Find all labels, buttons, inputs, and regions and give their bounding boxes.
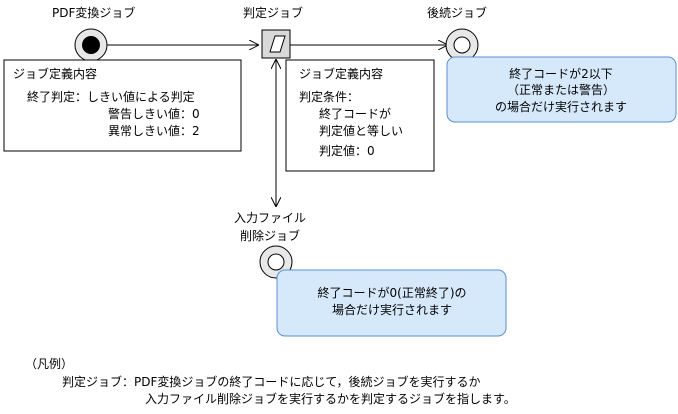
follow-note-line1: 終了コードが2以下 [509, 66, 613, 81]
legend-line1: 判定ジョブ：PDF変換ジョブの終了コードに応じて，後続ジョブを実行するか [62, 374, 481, 389]
judge-def-line1: 判定条件： [299, 89, 359, 104]
pdf-def-title: ジョブ定義内容 [13, 66, 97, 81]
delete-note-line2: 場合だけ実行されます [332, 302, 452, 317]
delete-job-label-line2: 削除ジョブ [240, 228, 300, 243]
follow-job-label: 後続ジョブ [427, 5, 487, 20]
judge-def-line4: 判定値：0 [319, 143, 375, 158]
judge-def-title: ジョブ定義内容 [299, 66, 383, 81]
delete-job-label-line1: 入力ファイル [234, 211, 306, 225]
pdf-job-label: PDF変換ジョブ [52, 5, 135, 20]
judge-def-line3: 判定値と等しい [319, 123, 403, 138]
pdf-job-node[interactable] [74, 28, 108, 62]
legend: （凡例） 判定ジョブ：PDF変換ジョブの終了コードに応じて，後続ジョブを実行する… [25, 357, 516, 406]
follow-note-line2: （正常または警告） [507, 82, 615, 97]
judge-job-definition-box: ジョブ定義内容 判定条件： 終了コードが 判定値と等しい 判定値：0 [285, 59, 435, 172]
judge-job-label: 判定ジョブ [243, 5, 303, 20]
pdf-def-line2: 警告しきい値：0 [108, 106, 200, 121]
legend-title: （凡例） [25, 357, 73, 371]
pdf-def-line3: 異常しきい値：2 [108, 123, 200, 138]
pdf-job-definition-box: ジョブ定義内容 終了判定：しきい値による判定 警告しきい値：0 異常しきい値：2 [3, 59, 242, 152]
follow-job-note: 終了コードが2以下 （正常または警告） の場合だけ実行されます [446, 56, 677, 123]
legend-line2: 入力ファイル削除ジョブを実行するかを判定するジョブを指します。 [145, 391, 516, 406]
pdf-def-line1: 終了判定：しきい値による判定 [27, 89, 195, 104]
judge-def-line2: 終了コードが [319, 106, 391, 121]
follow-job-node[interactable] [445, 28, 479, 62]
delete-note-line1: 終了コードが0(正常終了)の [318, 285, 467, 300]
follow-note-line3: の場合だけ実行されます [495, 99, 627, 114]
judge-job-node[interactable] [261, 29, 291, 59]
delete-job-note: 終了コードが0(正常終了)の 場合だけ実行されます [276, 269, 507, 337]
